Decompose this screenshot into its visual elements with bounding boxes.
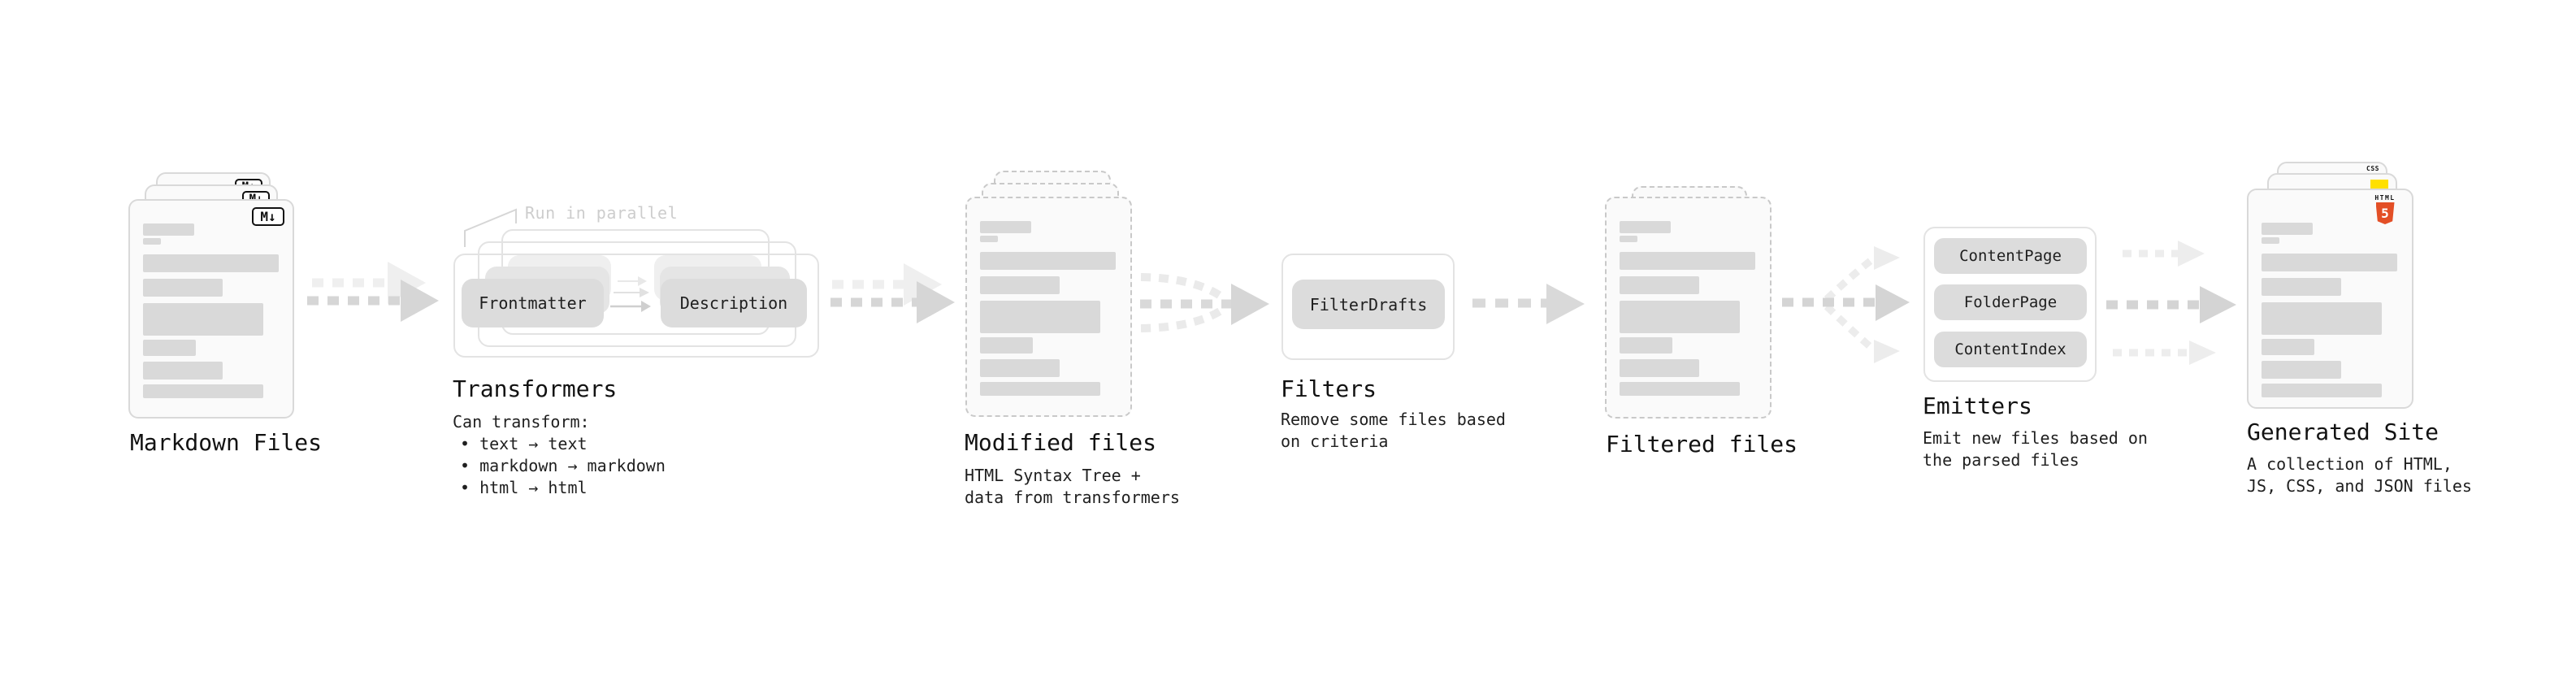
description-pill: Description — [661, 279, 807, 327]
document-skeleton-lines — [980, 198, 1117, 396]
stage-title-emitters: Emitters — [1923, 393, 2032, 419]
contentpage-pill: ContentPage — [1934, 238, 2087, 274]
stage-title-generated-site: Generated Site — [2247, 419, 2439, 445]
transformer-card-front — [453, 254, 819, 358]
emitters-caption: Emit new files based on the parsed files — [1923, 428, 2148, 470]
transformers-caption-heading: Can transform: — [453, 412, 590, 432]
stage-title-filters: Filters — [1281, 375, 1377, 402]
javascript-icon — [2370, 180, 2388, 189]
frontmatter-pill: Frontmatter — [462, 279, 604, 327]
filters-caption: Remove some files based on criteria — [1281, 410, 1506, 451]
arrow-modified-to-filters — [1140, 273, 1269, 332]
folderpage-pill: FolderPage — [1934, 284, 2087, 320]
html5-icon: HTML 5 — [2369, 194, 2401, 224]
arrow-transformers-to-modified — [830, 263, 955, 323]
arrow-emitters-to-generated — [2106, 241, 2236, 365]
markdown-file-card: M↓ — [128, 199, 294, 419]
filtered-file-card — [1605, 197, 1772, 419]
modified-file-card — [965, 197, 1132, 417]
filterdrafts-pill: FilterDrafts — [1292, 280, 1445, 329]
modified-files-caption: HTML Syntax Tree + data from transformer… — [965, 466, 1180, 507]
stage-title-transformers: Transformers — [453, 375, 618, 402]
run-in-parallel-leader-line — [464, 208, 517, 247]
contentindex-pill: ContentIndex — [1934, 332, 2087, 367]
run-in-parallel-label: Run in parallel — [525, 203, 679, 223]
transformers-bullet-list: • text → text • markdown → markdown • ht… — [460, 433, 666, 499]
arrow-markdown-to-transformers — [307, 262, 439, 322]
stage-title-markdown-files: Markdown Files — [130, 429, 323, 456]
bullet-item: • markdown → markdown — [460, 456, 666, 475]
arrow-filtered-to-emitters — [1782, 246, 1910, 363]
document-skeleton-lines — [1620, 198, 1757, 396]
generated-html-file-card: HTML 5 — [2247, 189, 2413, 409]
markdown-icon: M↓ — [252, 207, 284, 226]
parallel-step-arrows — [610, 276, 651, 312]
bullet-item: • html → html — [460, 478, 588, 497]
stage-title-modified-files: Modified files — [965, 429, 1157, 456]
document-skeleton-lines — [2262, 190, 2399, 397]
bullet-item: • text → text — [460, 434, 588, 453]
document-skeleton-lines — [143, 201, 280, 398]
stage-title-filtered-files: Filtered files — [1606, 431, 1798, 458]
generated-site-caption: A collection of HTML, JS, CSS, and JSON … — [2247, 454, 2472, 496]
arrow-filters-to-filtered — [1472, 284, 1585, 324]
